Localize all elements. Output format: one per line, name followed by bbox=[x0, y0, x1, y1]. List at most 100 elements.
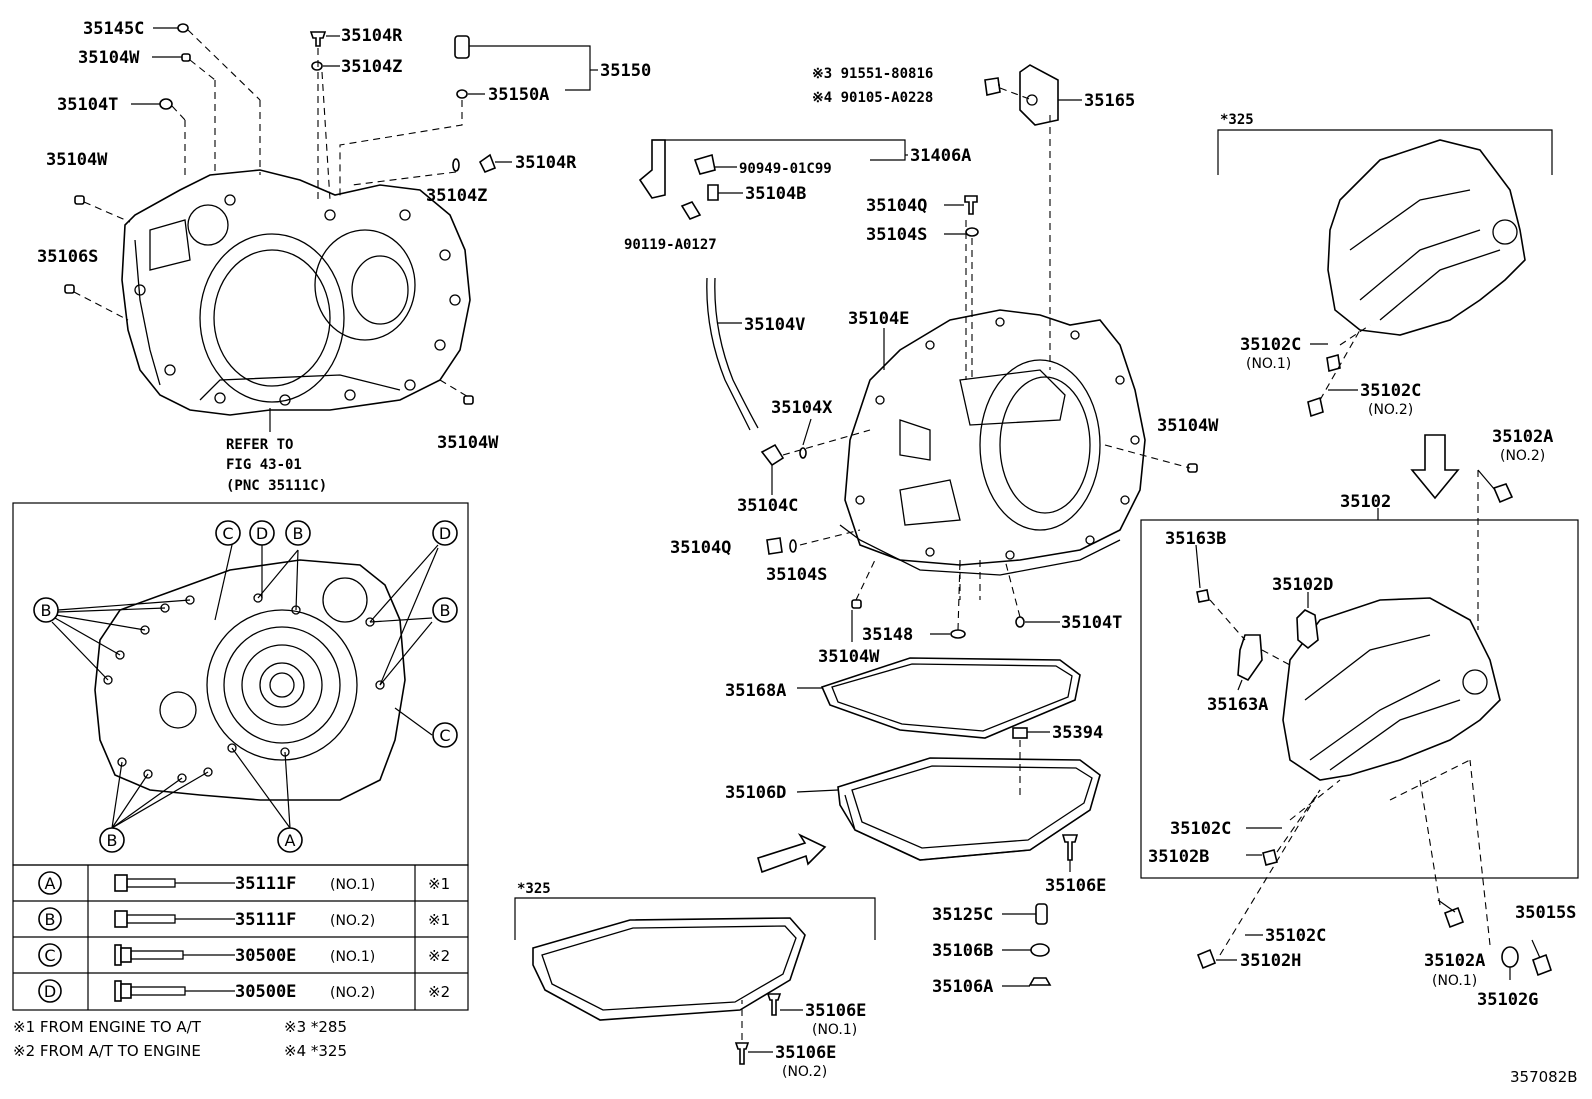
label-35106A: 35106A bbox=[932, 977, 993, 997]
transaxle-case-center bbox=[839, 309, 1146, 576]
label-35102A-b: 35102A bbox=[1424, 951, 1485, 971]
table-no-A: (NO.1) bbox=[330, 877, 375, 893]
oil-pan-gasket bbox=[820, 657, 1081, 739]
label-35104X: 35104X bbox=[771, 398, 833, 418]
label-35104S-a: 35104S bbox=[866, 225, 927, 245]
table-part-A: 35111F bbox=[235, 874, 296, 894]
extension-housing-leaders-top bbox=[1310, 324, 1371, 401]
down-arrow bbox=[1410, 434, 1460, 500]
label-35102D: 35102D bbox=[1272, 575, 1333, 595]
label-35104R-b: 35104R bbox=[515, 153, 577, 173]
note-91551: ※3 91551-80816 bbox=[812, 66, 933, 82]
plug-35106A bbox=[1028, 977, 1052, 986]
label-90949: 90949-01C99 bbox=[739, 161, 832, 177]
table-part-B: 35111F bbox=[235, 910, 296, 930]
table-note-A: ※1 bbox=[428, 875, 450, 893]
small-parts-center bbox=[638, 64, 1198, 639]
label-35106B: 35106B bbox=[932, 941, 993, 961]
table-note-C: ※2 bbox=[428, 947, 450, 965]
case-bolt-holes bbox=[855, 317, 1140, 560]
pan-bolt-35106E bbox=[1061, 834, 1079, 861]
label-35104Q-b: 35104Q bbox=[670, 538, 731, 558]
table-note-D: ※2 bbox=[428, 983, 450, 1001]
label-35102C-b-no: (NO.2) bbox=[1368, 402, 1413, 418]
label-35104W-c: 35104W bbox=[437, 433, 499, 453]
plug-35125C bbox=[1035, 903, 1048, 925]
label-35104E: 35104E bbox=[848, 309, 909, 329]
label-35104S-b: 35104S bbox=[766, 565, 827, 585]
label-35148: 35148 bbox=[862, 625, 913, 645]
inset-callout-D-2: D bbox=[439, 524, 451, 543]
refer-line-3: (PNC 35111C) bbox=[226, 478, 327, 494]
label-35104T-a: 35104T bbox=[57, 95, 118, 115]
table-key-D: D bbox=[44, 982, 56, 1001]
label-35102B: 35102B bbox=[1148, 847, 1209, 867]
table-no-C: (NO.1) bbox=[330, 949, 375, 965]
bolt-table: A 35111F (NO.1) ※1 B 35111F (NO.2) ※1 C … bbox=[12, 864, 469, 1011]
transaxle-housing-left bbox=[121, 169, 471, 416]
footnote-4: ※4 *325 bbox=[284, 1042, 347, 1060]
labels-top-left: 35145C 35104W 35104T 35104W 35106S 35104… bbox=[37, 19, 651, 494]
label-35165: 35165 bbox=[1084, 91, 1135, 111]
label-35145C: 35145C bbox=[83, 19, 144, 39]
label-35125C: 35125C bbox=[932, 905, 993, 925]
table-key-A: A bbox=[45, 874, 56, 893]
bolt-location-inset: B C D B D B C B A bbox=[12, 502, 469, 866]
note-90105: ※4 90105-A0228 bbox=[812, 90, 933, 106]
bolt-table-row-C: C 30500E (NO.1) ※2 bbox=[38, 943, 450, 967]
lower-right-parts bbox=[1196, 759, 1553, 980]
leaders-center bbox=[652, 84, 1191, 1053]
inset-callout-B-3: B bbox=[440, 601, 451, 620]
label-35102C-c: 35102C bbox=[1170, 819, 1231, 839]
label-35104W-b: 35104W bbox=[46, 150, 108, 170]
label-35104B: 35104B bbox=[745, 184, 806, 204]
labels-right: *325 35102C (NO.1) 35102C (NO.2) 35102A … bbox=[1148, 112, 1576, 1010]
table-note-B: ※1 bbox=[428, 911, 450, 929]
inset-callout-C-1: C bbox=[222, 524, 233, 543]
table-part-C: 30500E bbox=[235, 946, 296, 966]
label-35104Z-b: 35104Z bbox=[426, 186, 487, 206]
label-35104C: 35104C bbox=[737, 496, 798, 516]
label-35106E-c-no: (NO.2) bbox=[782, 1064, 827, 1080]
oil-pan bbox=[837, 757, 1101, 861]
labels-center: ※3 91551-80816 ※4 90105-A0228 35165 9094… bbox=[517, 66, 1219, 1080]
magnet-35394 bbox=[1012, 727, 1028, 739]
bolt-table-row-B: B 35111F (NO.2) ※1 bbox=[38, 907, 450, 931]
oil-pan-325-box bbox=[514, 897, 876, 1065]
inset-callout-B-2: B bbox=[293, 524, 304, 543]
label-35104Q-a: 35104Q bbox=[866, 196, 927, 216]
label-35104W-e: 35104W bbox=[818, 647, 880, 667]
label-35163A: 35163A bbox=[1207, 695, 1268, 715]
inset-callout-C-2: C bbox=[439, 726, 450, 745]
label-35168A: 35168A bbox=[725, 681, 786, 701]
label-35104W-d: 35104W bbox=[1157, 416, 1219, 436]
housing-bolt-holes bbox=[134, 194, 461, 406]
label-35102C-b: 35102C bbox=[1360, 381, 1421, 401]
extension-housing-box bbox=[1140, 508, 1579, 879]
label-35102G: 35102G bbox=[1477, 990, 1538, 1010]
label-35104W-a: 35104W bbox=[78, 48, 140, 68]
label-35106E-b: 35106E bbox=[805, 1001, 866, 1021]
bolt-35102A-no2 bbox=[1492, 483, 1514, 504]
label-35106E-a: 35106E bbox=[1045, 876, 1106, 896]
extension-housing-top bbox=[1217, 129, 1553, 418]
inset-callout-D-1: D bbox=[256, 524, 268, 543]
table-no-B: (NO.2) bbox=[330, 913, 375, 929]
label-35104T-b: 35104T bbox=[1061, 613, 1122, 633]
footnote-1: ※1 FROM ENGINE TO A/T bbox=[13, 1018, 202, 1036]
label-35106E-c: 35106E bbox=[775, 1043, 836, 1063]
label-35394: 35394 bbox=[1052, 723, 1103, 743]
label-325-b: *325 bbox=[1220, 112, 1254, 128]
label-35102A-a-no: (NO.2) bbox=[1500, 448, 1545, 464]
label-35102H: 35102H bbox=[1240, 951, 1301, 971]
bolt-table-row-A: A 35111F (NO.1) ※1 bbox=[38, 871, 450, 895]
label-35106S: 35106S bbox=[37, 247, 98, 267]
table-key-B: B bbox=[45, 910, 56, 929]
leaders-top-left bbox=[73, 27, 598, 432]
gasket-35106B bbox=[1030, 943, 1050, 957]
footnotes: ※1 FROM ENGINE TO A/T ※2 FROM A/T TO ENG… bbox=[13, 1018, 347, 1060]
footnote-2: ※2 FROM A/T TO ENGINE bbox=[13, 1042, 201, 1060]
label-35106D: 35106D bbox=[725, 783, 786, 803]
label-35102: 35102 bbox=[1340, 492, 1391, 512]
refer-line-2: FIG 43-01 bbox=[226, 457, 302, 473]
